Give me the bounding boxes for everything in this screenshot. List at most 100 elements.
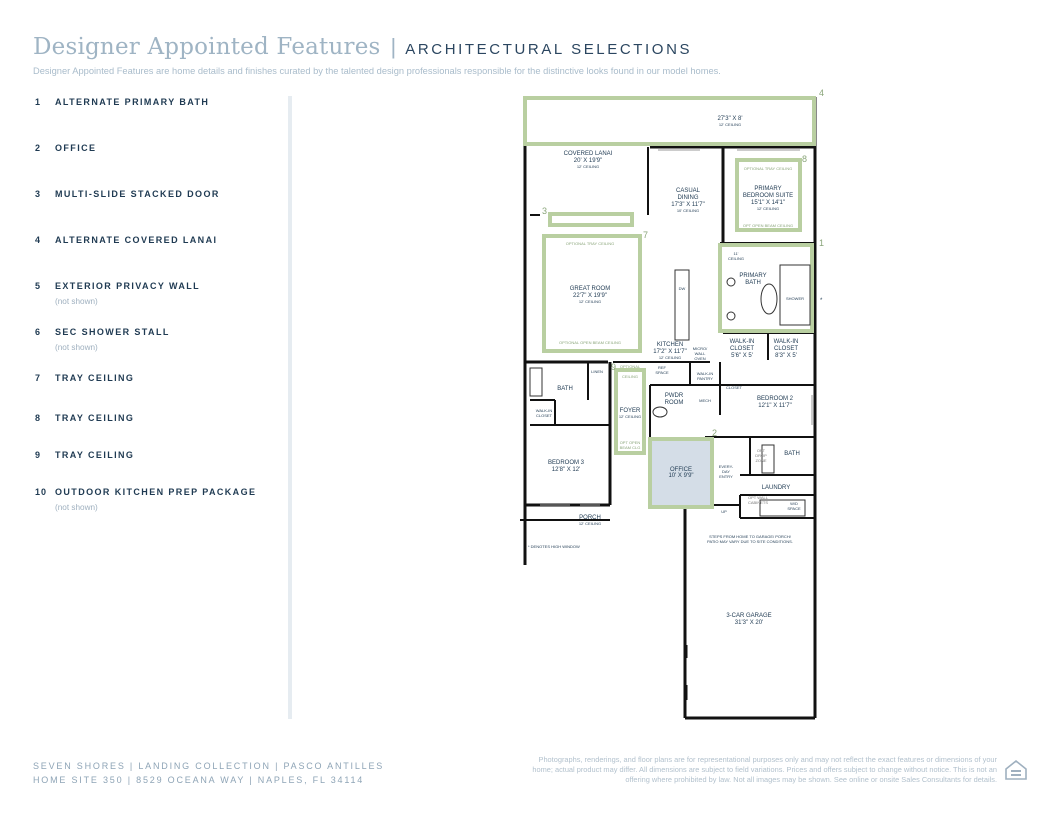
laundry-label: LAUNDRY [762,485,791,491]
casual-dining-label-2: DINING [678,195,699,201]
title-separator: | [390,34,397,59]
steps-note-1: STEPS FROM HOME TO GARAGE/ PORCH/ [709,534,792,539]
feature-number: 5 [35,281,42,291]
foyer-beam-clg: BEAM CLG [620,445,641,450]
micro-label: MICRO/ [693,346,708,351]
callout-number: 1 [819,238,824,248]
feature-number: 6 [35,327,42,337]
callout-number: 9 [611,362,616,372]
kitchen-ceiling: 12' CEILING [659,355,681,360]
footer-community: SEVEN SHORES | LANDING COLLECTION | PASC… [33,759,384,787]
primary-suite-ceiling: 12' CEILING [757,206,779,211]
page-subtitle: ARCHITECTURAL SELECTIONS [405,41,693,58]
feature-label: TRAY CEILING [55,413,135,423]
covered-lanai-dim: 20' X 19'9" [574,158,602,164]
feature-label: MULTI-SLIDE STACKED DOOR [55,189,220,199]
great-room-tray-label: OPTIONAL TRAY CEILING [566,241,615,246]
bedroom2-label: BEDROOM 2 [757,396,794,402]
feature-number: 8 [35,413,42,423]
highlight-stacked-door [548,212,634,227]
kitchen-label: KITCHEN [657,342,683,348]
primary-suite-label-2: BEDROOM SUITE [743,193,793,199]
callout-number: 2 [712,428,717,438]
highlight-foyer [614,368,646,455]
callout-number: 7 [643,230,648,240]
primary-suite-label: PRIMARY [754,186,781,192]
title-row: Designer Appointed Features | ARCHITECTU… [33,34,1033,60]
wic1-closet: CLOSET [730,346,754,352]
everyday-label-3: ENTRY [719,474,733,479]
ceiling-11-label: 11' [734,251,739,256]
ref-space: SPACE [655,370,669,375]
primary-bath-label-2: BATH [745,280,761,286]
feature-label: OUTDOOR KITCHEN PREP PACKAGE [55,487,257,497]
office-dim: 10' X 9'9" [668,473,693,479]
wd-label: W/D [790,501,798,506]
feature-number: 2 [35,143,42,153]
casual-dining-label: CASUAL [676,188,701,194]
foyer-ceiling: 12' CEILING [619,414,641,419]
callouts: 1 2 3 4 7 8 9 [542,88,824,438]
footer-line-1: SEVEN SHORES | LANDING COLLECTION | PASC… [33,761,385,771]
high-window-marker: * [820,298,823,304]
outer-walls [523,97,817,720]
highlight-great-room [542,234,642,353]
feature-number: 9 [35,450,42,460]
garage-dim: 31'3" X 20' [735,620,763,626]
feature-note: (not shown) [55,503,98,512]
opt-open-beam-label: OPT OPEN BEAM CEILING [743,223,793,228]
office-label: OFFICE [670,467,692,473]
closet-label: CLOSET [726,385,743,390]
wic1-label: WALK-IN [730,339,755,345]
footer-disclaimer: Photographs, renderings, and floor plans… [532,755,997,785]
great-room-dim: 22'7" X 19'9" [573,293,607,299]
bedroom3-dim: 12'8" X 12' [552,467,580,473]
casual-dining-dim: 17'3" X 11'7" [671,202,704,208]
everyday-label-2: DAY [722,469,730,474]
drop-zone-label-2: DROP [755,453,767,458]
high-window-note: * DENOTES HIGH WINDOW [528,544,580,549]
great-room-label: GREAT ROOM [570,286,610,292]
office-fill [652,441,710,505]
cabinets-label: CABINETS [748,500,768,505]
optional-tray-label: OPTIONAL TRAY CEILING [744,166,793,171]
feature-note: (not shown) [55,343,98,352]
feature-highlights [523,96,816,509]
feature-label: ALTERNATE PRIMARY BATH [55,97,210,107]
page-header: Designer Appointed Features | ARCHITECTU… [33,34,1033,76]
wd-space-label: SPACE [787,506,801,511]
feature-label: TRAY CEILING [55,450,135,460]
lanai-alt-ceiling: 12' CEILING [719,122,741,127]
feature-label: ALTERNATE COVERED LANAI [55,235,218,245]
callout-number: 8 [802,154,807,164]
up-label: UP [721,509,727,514]
porch-ceiling: 12' CEILING [579,521,601,526]
wic-small-label: WALK-IN [536,408,553,413]
vertical-divider [288,96,292,719]
micro-label-2: WALL [695,351,707,356]
wic2-dim: 8'3" X 5' [775,353,797,359]
floor-plan: 1 2 3 4 7 8 9 27'3" X 8' 12' CEILING COV… [520,88,824,720]
feature-label: OFFICE [55,143,97,153]
room-label: ROOM [665,400,684,406]
micro-label-3: OVEN [694,356,705,361]
feature-number: 4 [35,235,42,245]
linen-label: LINEN [591,369,603,374]
ref-label: REF [658,365,667,370]
lanai-alt-dim: 27'3" X 8' [717,116,742,122]
steps-note-2: PATIO MAY VARY DUE TO SITE CONDITIONS. [707,539,793,544]
pantry-label-2: PANTRY [697,376,713,381]
drop-zone-label-3: ZONE [755,458,766,463]
feature-label: SEC SHOWER STALL [55,327,170,337]
intro-text: Designer Appointed Features are home det… [33,66,721,76]
covered-lanai-label: COVERED LANAI [564,151,613,157]
foyer-open-beam: OPT OPEN [620,440,641,445]
foyer-ceiling-opt: CEILING [622,374,638,379]
great-room-beam-label: OPTIONAL OPEN BEAM CEILING [559,340,621,345]
highlight-primary-suite [735,158,802,232]
great-room-ceiling: 12' CEILING [579,299,601,304]
room-labels: 27'3" X 8' 12' CEILING COVERED LANAI 20'… [536,116,804,626]
porch-label: PORCH [579,515,601,521]
feature-note: (not shown) [55,297,98,306]
foyer-optional: OPTIONAL [620,364,641,369]
